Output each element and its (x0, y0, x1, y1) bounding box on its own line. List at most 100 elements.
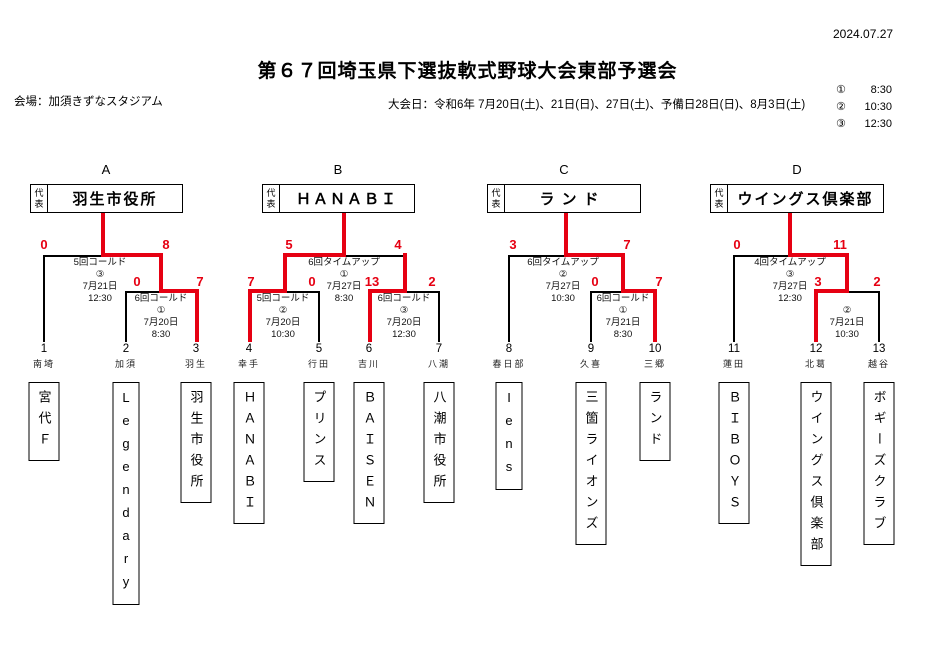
winner-line-d-final (788, 253, 849, 257)
district-label: 越谷 (867, 359, 891, 369)
rep-label: 代表 (711, 185, 728, 212)
winner-line-a-final (101, 253, 163, 257)
match-game-no: ① (618, 305, 628, 316)
bracket-line-team8 (508, 255, 510, 342)
team-number: 12 (809, 343, 823, 355)
bracket-line-c-semi-left (590, 291, 623, 293)
match-info-a-final: 5回コールド ③ 7月21日 12:30 (74, 257, 127, 305)
match-result: 5回コールド (73, 257, 127, 268)
match-time: 10:30 (551, 293, 575, 304)
rep-winner-name: 羽生市役所 (72, 191, 158, 208)
match-info-a-semi: 6回コールド ① 7月20日 8:30 (135, 293, 188, 341)
rep-box-c: 代表 ランド (487, 184, 641, 213)
match-result: 6回コールド (134, 293, 188, 304)
score: 3 (509, 237, 517, 252)
match-game-no: ③ (785, 269, 795, 280)
team-number: 2 (122, 343, 130, 355)
team-name-box: 羽生市役所 (180, 382, 212, 503)
rep-winner-name: ＨＡＮＡＢＩ (295, 191, 398, 208)
winner-line-c-to-box (564, 213, 568, 255)
score: 7 (655, 274, 663, 289)
team-number: 7 (435, 343, 443, 355)
winner-line-c-final (564, 253, 625, 257)
match-date: 7月20日 (386, 317, 422, 328)
winner-line-d-semi (814, 289, 849, 293)
winner-line-b-semileft (247, 289, 287, 293)
block-letter-a: A (101, 162, 111, 177)
winner-line-b-semiright (367, 289, 407, 293)
legend-mark: ③ (836, 118, 846, 130)
winner-line-a-to-box (101, 213, 105, 255)
district-label: 加須 (114, 359, 138, 369)
match-result: 6回タイムアップ (527, 257, 599, 268)
bracket-line-c-final-left (508, 255, 567, 257)
bracket-line-team1 (43, 255, 45, 342)
score: 0 (40, 237, 48, 252)
winner-line-c-mid (621, 253, 625, 293)
match-info-b-semi-right: 6回コールド ③ 7月20日 12:30 (378, 293, 431, 341)
rep-box-a: 代表 羽生市役所 (30, 184, 183, 213)
team-number: 13 (872, 343, 886, 355)
match-time: 8:30 (334, 293, 354, 304)
winner-line-b-final (283, 253, 346, 257)
score: 2 (873, 274, 881, 289)
winner-line-c-semi (621, 289, 657, 293)
bracket-line-team2 (125, 291, 127, 342)
match-info-b-semi-left: 5回コールド ② 7月20日 10:30 (257, 293, 310, 341)
team-name-box: 八潮市役所 (423, 382, 455, 503)
team-name-box: ウイングス倶楽部 (800, 382, 832, 566)
score: 7 (196, 274, 204, 289)
district-label: 羽生 (184, 359, 208, 369)
bracket-line-b-semiright-right (405, 291, 440, 293)
score: 0 (733, 237, 741, 252)
score: 8 (162, 237, 170, 252)
match-date: 7月21日 (829, 317, 865, 328)
winner-line-team4 (247, 289, 252, 342)
match-result (830, 293, 865, 305)
legend-time: 8:30 (870, 84, 892, 96)
winner-line-b-to-box (342, 213, 346, 255)
team-name-box: ボギーズクラブ (863, 382, 895, 545)
block-letter-b: B (333, 162, 343, 177)
winner-line-d-mid (845, 253, 849, 293)
match-time: 8:30 (151, 329, 171, 340)
score: 13 (364, 274, 380, 289)
bracket-line-d-final-left (733, 255, 791, 257)
bracket-line-team9 (590, 291, 592, 342)
match-time: 10:30 (835, 329, 859, 340)
match-game-no: ① (339, 269, 349, 280)
team-name-box: ランド (639, 382, 671, 461)
match-game-no: ② (842, 305, 852, 316)
district-label: 吉川 (357, 359, 381, 369)
match-game-no: ② (278, 305, 288, 316)
winner-line-b-mid-right (403, 253, 407, 293)
score: 2 (428, 274, 436, 289)
match-result: 6回コールド (596, 293, 650, 304)
winner-line-d-to-box (788, 213, 792, 255)
rep-label: 代表 (263, 185, 280, 212)
district-label: 南埼 (32, 359, 56, 369)
schedule-label: 大会日：令和6年 7月20日(土)、21日(日)、27日(土)、予備日28日(日… (388, 99, 806, 111)
score: 5 (285, 237, 293, 252)
rep-box-b: 代表 ＨＡＮＡＢＩ (262, 184, 415, 213)
winner-line-team10 (653, 289, 657, 342)
match-date: 7月27日 (326, 281, 362, 292)
rep-label: 代表 (31, 185, 48, 212)
match-result: 6回コールド (377, 293, 431, 304)
match-game-no: ② (558, 269, 568, 280)
match-game-no: ③ (399, 305, 409, 316)
match-time: 12:30 (88, 293, 112, 304)
match-info-c-final: 6回タイムアップ ② 7月27日 10:30 (527, 257, 599, 305)
match-info-b-final: 6回タイムアップ ① 7月27日 8:30 (308, 257, 380, 305)
match-date: 7月27日 (545, 281, 581, 292)
team-number: 5 (315, 343, 323, 355)
match-result: 5回コールド (256, 293, 310, 304)
venue-label: 会場：加須きずなスタジアム (14, 96, 163, 108)
bracket-line-d-semi-right (847, 291, 880, 293)
district-label: 北葛 (804, 359, 828, 369)
team-name-box: ＨＡＮＡＢＩ (233, 382, 265, 524)
rep-box-d: 代表 ウイングス倶楽部 (710, 184, 884, 213)
